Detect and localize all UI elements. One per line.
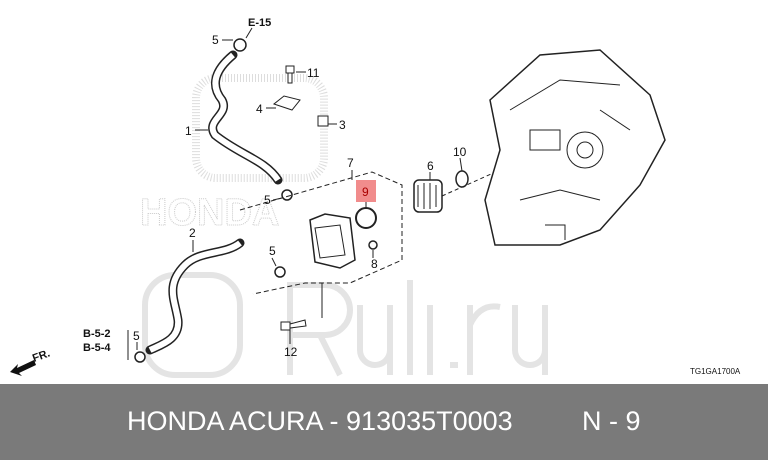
callout-5: 5 [264,193,271,207]
callout-6: 6 [427,159,434,173]
o-ring-9 [355,207,377,229]
svg-text:FR.: FR. [31,347,52,364]
o-ring-8 [368,240,378,250]
front-arrow-icon: FR. [10,347,52,376]
callout-12: 12 [284,345,298,359]
transmission-case [484,49,666,246]
callout-2: 2 [189,226,196,240]
ref-e15: E-15 [248,17,271,29]
callout-7: 7 [347,156,354,170]
parts-diagram: HONDA E-15 5 11 [10,17,741,378]
callout-3: 3 [339,118,346,132]
honda-watermark-text: HONDA [140,192,279,234]
ruli-watermark: HONDA [140,74,548,378]
callout-5: 5 [269,244,276,258]
callout-5: 5 [212,33,219,47]
callout-10: 10 [453,145,467,159]
highlight-box [356,180,376,202]
ring-10 [455,170,469,188]
ref-b54: B-5-4 [83,342,111,354]
callout-11: 11 [307,66,320,80]
position-text: N - 9 [582,406,641,436]
footer-bar: HONDA ACURA - 913035T0003 N - 9 [0,384,768,460]
callout-9[interactable]: 9 [362,185,369,199]
hose-clamps [134,38,293,363]
callout-4: 4 [256,102,263,116]
callout-5: 5 [133,329,140,343]
callout-1: 1 [185,124,192,138]
ref-b52: B-5-2 [83,328,111,340]
assembly-dashed-outline [239,171,403,295]
callout-8: 8 [371,257,378,271]
hose-1 [208,50,283,185]
bolts [272,65,329,331]
part-number-text: HONDA ACURA - 913035T0003 [127,406,513,436]
drawing-code: TG1GA1700A [690,367,741,376]
